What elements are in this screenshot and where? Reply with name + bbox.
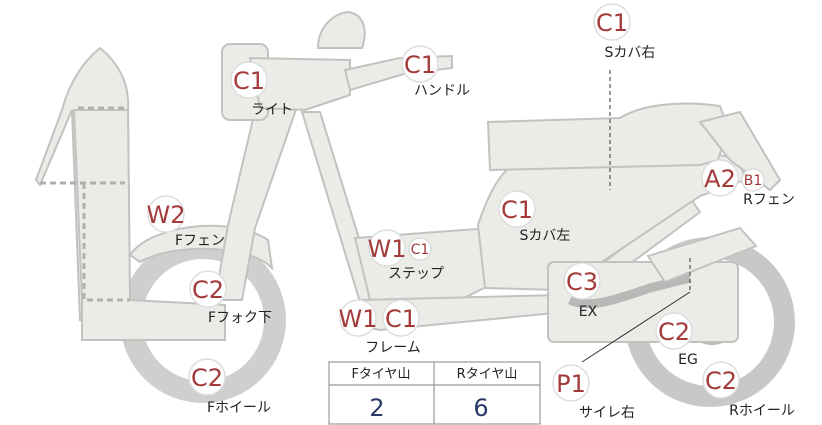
grade-step: W1: [368, 235, 407, 263]
damage-markers: C1 Sカバ右 C1 ハンドル C1 ライト A2 B1 Rフェン W2 Fフェ…: [147, 3, 795, 421]
grade-rear-fender: A2: [704, 165, 736, 193]
label-front-fender: Fフェン: [175, 233, 225, 249]
marker-front-fork[interactable]: C2 Fフォク下: [189, 270, 272, 326]
label-step: ステップ: [388, 266, 444, 282]
label-exhaust: EX: [579, 304, 598, 320]
label-front-fork: Fフォク下: [208, 310, 272, 326]
marker-exhaust[interactable]: C3 EX: [563, 262, 601, 320]
tread-front-value: 2: [369, 394, 384, 422]
headlight-cowl: [248, 56, 351, 112]
tread-rear-header: Rタイヤ山: [457, 367, 518, 382]
marker-front-wheel[interactable]: C2 Fホイール: [188, 358, 271, 416]
label-frame: フレーム: [365, 340, 421, 356]
grade-handle: C1: [404, 51, 436, 79]
front-body-guide: [40, 106, 130, 302]
rear-fender-shape: [698, 110, 782, 192]
marker-s-cover-left[interactable]: C1 Sカバ左: [498, 190, 571, 244]
seat-shape: [486, 102, 730, 172]
grade-s-cover-left: C1: [501, 196, 533, 224]
exhaust-pipe-shape: [567, 273, 692, 309]
label-front-wheel: Fホイール: [207, 400, 271, 416]
marker-muffler-right[interactable]: P1 サイレ右: [552, 364, 635, 421]
marker-engine[interactable]: C2 EG: [655, 312, 698, 368]
label-engine: EG: [678, 352, 698, 368]
grade-engine: C2: [658, 318, 690, 346]
tread-front-header: Fタイヤ山: [351, 367, 410, 382]
marker-handle[interactable]: C1 ハンドル: [401, 45, 470, 99]
marker-light[interactable]: C1 ライト: [230, 61, 293, 118]
grade2-step: C1: [411, 242, 430, 258]
label-rear-fender: Rフェン: [743, 192, 795, 208]
grade-s-cover-right: C1: [596, 9, 628, 37]
label-muffler-right: サイレ右: [579, 405, 635, 421]
grade-frame: W1: [339, 305, 378, 333]
grade-front-fork: C2: [192, 276, 224, 304]
label-s-cover-right: Sカバ右: [605, 45, 656, 61]
grade2-frame: C1: [385, 305, 417, 333]
marker-rear-wheel[interactable]: C2 Rホイール: [702, 361, 795, 419]
grade2-rear-fender: B1: [744, 173, 763, 189]
mirror-shape: [316, 10, 366, 49]
grade-front-wheel: C2: [191, 364, 223, 392]
grade-front-fender: W2: [147, 201, 186, 229]
label-light: ライト: [251, 102, 293, 118]
marker-front-fender[interactable]: W2 Fフェン: [147, 195, 226, 249]
label-handle: ハンドル: [414, 83, 470, 99]
tread-rear-value: 6: [473, 394, 488, 422]
muffler-leader-2: [581, 291, 691, 363]
grade-muffler-right: P1: [556, 370, 586, 398]
front-body-shape: [72, 109, 226, 341]
label-rear-wheel: Rホイール: [729, 403, 795, 419]
grade-light: C1: [233, 67, 265, 95]
marker-frame[interactable]: W1 C1 フレーム: [339, 299, 421, 356]
muffler-shape: [646, 226, 758, 284]
tread-table: Fタイヤ山 Rタイヤ山 2 6: [328, 361, 541, 425]
marker-s-cover-right[interactable]: C1 Sカバ右: [593, 3, 656, 61]
grade-rear-wheel: C2: [705, 367, 737, 395]
marker-rear-fender[interactable]: A2 B1 Rフェン: [701, 159, 795, 208]
label-s-cover-left: Sカバ左: [520, 228, 571, 244]
grade-exhaust: C3: [566, 268, 598, 296]
marker-step[interactable]: W1 C1 ステップ: [368, 229, 445, 282]
